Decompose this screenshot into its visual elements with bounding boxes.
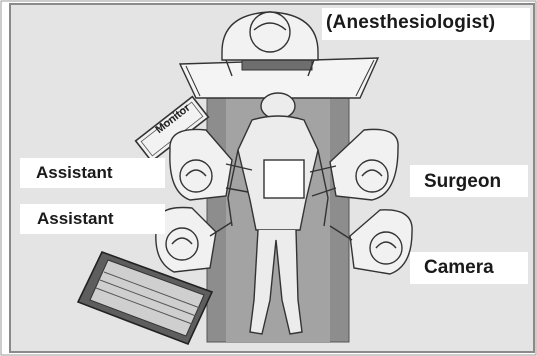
assistant-bottom-label: Assistant bbox=[37, 210, 114, 227]
surgical-field bbox=[264, 160, 304, 198]
anesthesiologist-label: (Anesthesiologist) bbox=[326, 13, 495, 32]
camera-label: Camera bbox=[424, 258, 494, 277]
assistant-top-label: Assistant bbox=[36, 164, 113, 181]
surgeon-label: Surgeon bbox=[424, 172, 501, 191]
